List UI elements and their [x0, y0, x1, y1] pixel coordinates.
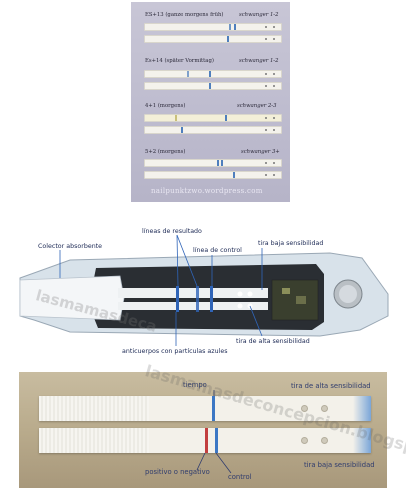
photo-watermark: nailpunktzwo.wordpress.com	[151, 187, 263, 195]
control-line	[225, 115, 227, 121]
test-strip	[144, 126, 282, 134]
label-anticuerpos: anticuerpos con partículas azules	[122, 348, 228, 355]
window-dot	[273, 85, 275, 87]
test-strip	[144, 82, 282, 90]
test-strip-internal-2	[118, 302, 268, 310]
label-linea-control: línea de control	[193, 247, 242, 254]
pregnancy-tests-photo: ES+13 (ganze morgens früh) schwanger 1-2…	[131, 2, 290, 202]
circuit-board	[271, 279, 319, 321]
control-line	[209, 83, 211, 89]
window-dot	[265, 117, 267, 119]
blue-end	[353, 396, 371, 421]
test-strip	[144, 171, 282, 179]
chip	[296, 296, 306, 304]
window-dot	[273, 38, 275, 40]
result-line-mark	[176, 286, 179, 312]
window-hole	[321, 437, 328, 444]
window-hole	[301, 437, 308, 444]
window-dot	[265, 162, 267, 164]
label-tira-alta: tira de alta sensibilidad	[291, 382, 371, 390]
control-line	[234, 24, 236, 30]
control-line	[221, 160, 223, 166]
window-hole	[237, 303, 243, 309]
result-line	[217, 160, 219, 166]
window-hole	[321, 405, 328, 412]
test-strip	[144, 114, 282, 122]
test-strip	[144, 35, 282, 43]
control-line	[233, 172, 235, 178]
label-tira-baja: tira baja sensibilidad	[304, 461, 375, 469]
row1-result-label: schwanger 1-2	[239, 12, 279, 18]
row4-result-label: schwanger 3+	[241, 149, 280, 155]
window-dot	[265, 129, 267, 131]
time-line	[212, 396, 215, 421]
control-line	[181, 127, 183, 133]
result-line-mark	[196, 286, 199, 312]
window-dot	[273, 117, 275, 119]
test-strip	[144, 159, 282, 167]
label-tiempo: tiempo	[183, 381, 207, 389]
row2-result-label: schwanger 1-2	[239, 58, 279, 64]
window-dot	[265, 26, 267, 28]
window-hole	[237, 291, 243, 297]
window-dot	[273, 129, 275, 131]
result-line	[175, 115, 177, 121]
label-tira-baja: tira baja sensibilidad	[258, 240, 324, 247]
result-line	[205, 428, 208, 453]
label-positivo-negativo: positivo o negativo	[145, 468, 210, 476]
row1-day-label: ES+13 (ganze morgens früh)	[145, 12, 224, 18]
chip	[282, 288, 290, 294]
low-sensitivity-strip	[39, 428, 371, 453]
result-line	[187, 71, 189, 77]
window-dot	[273, 73, 275, 75]
device-illustration	[19, 234, 389, 346]
window-dot	[273, 26, 275, 28]
window-hole	[301, 405, 308, 412]
test-strip	[144, 70, 282, 78]
high-sensitivity-strip	[39, 396, 371, 421]
label-tira-alta: tira de alta sensibilidad	[236, 338, 310, 345]
control-line-mark	[210, 286, 213, 312]
blue-end	[353, 428, 371, 453]
row3-result-label: schwanger 2-3	[237, 103, 277, 109]
test-strip	[144, 23, 282, 31]
row3-day-label: 4+1 (morgens)	[145, 103, 186, 109]
window-dot	[265, 85, 267, 87]
row2-day-label: Es+14 (später Vormittag)	[145, 58, 214, 64]
absorbent-pad	[39, 428, 149, 453]
control-line	[227, 36, 229, 42]
label-control: control	[228, 473, 252, 481]
control-line	[209, 71, 211, 77]
battery-center	[339, 285, 357, 303]
label-colector: Colector absorbente	[38, 243, 103, 250]
label-lineas-resultado: líneas de resultado	[142, 228, 202, 235]
result-line	[229, 24, 231, 30]
control-line	[215, 428, 218, 453]
test-strip-internal	[118, 288, 268, 298]
window-dot	[265, 174, 267, 176]
test-device-diagram: Colector absorbente líneas de resultado …	[0, 218, 406, 364]
absorbent-pad	[39, 396, 149, 421]
row4-day-label: 5+2 (morgens)	[145, 149, 186, 155]
window-hole	[247, 291, 253, 297]
window-dot	[273, 162, 275, 164]
window-dot	[273, 174, 275, 176]
strips-photo: tiempo tira de alta sensibilidad positiv…	[19, 361, 406, 488]
window-dot	[265, 73, 267, 75]
window-dot	[265, 38, 267, 40]
